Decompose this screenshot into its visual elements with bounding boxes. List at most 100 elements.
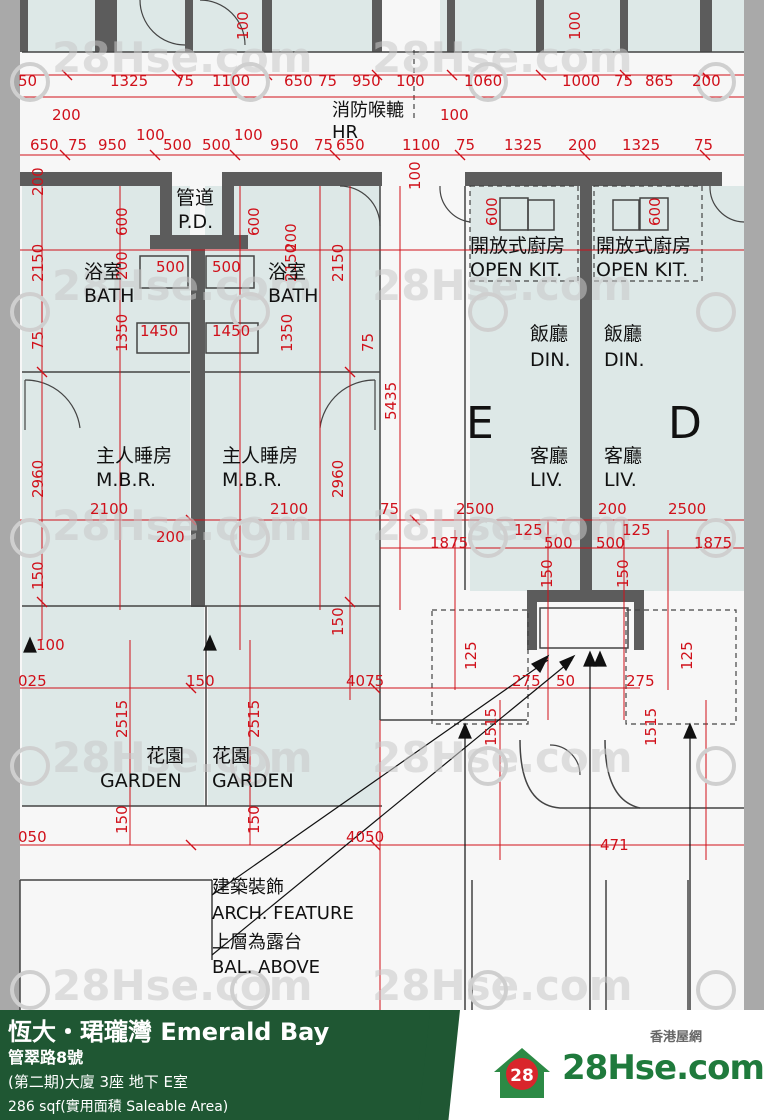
dim-label: 600: [646, 197, 664, 226]
kitchen-label-en: OPEN KIT.: [596, 259, 688, 281]
dim-label: 500: [156, 258, 185, 276]
dim-label: 100: [406, 161, 424, 190]
mbr-label-zh: 主人睡房: [222, 445, 298, 467]
dim-label: 1875: [430, 534, 468, 552]
dim-label: 500: [212, 258, 241, 276]
dining-label-en: DIN.: [604, 349, 645, 371]
dim-label: 100: [234, 126, 263, 144]
watermark-badge-icon: [468, 292, 508, 332]
dim-label: 125: [462, 641, 480, 670]
dim-label: 2500: [668, 500, 706, 518]
watermark-badge-icon: [230, 292, 270, 332]
watermark-badge-icon: [696, 518, 736, 558]
garden-label-en: GARDEN: [212, 770, 294, 792]
dim-label: 125: [514, 521, 543, 539]
dim-label: 2150: [329, 244, 347, 282]
watermark-badge-icon: [468, 518, 508, 558]
dim-label: 150: [614, 559, 632, 588]
watermark-badge-icon: [696, 970, 736, 1010]
arch-feature-label-zh: 建築裝飾: [212, 877, 284, 898]
dimension-lines: [20, 74, 744, 1010]
dim-label: 950: [270, 136, 299, 154]
dim-label: 75: [359, 333, 377, 352]
dim-label: 75: [314, 136, 333, 154]
dim-label: 100: [396, 72, 425, 90]
pd-label-en: P.D.: [178, 211, 213, 233]
bath-label-zh: 浴室: [84, 261, 122, 283]
dim-label: 75: [456, 136, 475, 154]
kitchen-label-zh: 開放式廚房: [470, 234, 565, 257]
kitchen-label-zh: 開放式廚房: [596, 234, 691, 257]
living-label-zh: 客廳: [530, 445, 568, 467]
mbr-label-zh: 主人睡房: [96, 445, 172, 467]
dim-label: 2515: [245, 700, 263, 738]
dim-label: 1325: [622, 136, 660, 154]
dim-label: 100: [36, 636, 65, 654]
property-address: 管翠路8號: [8, 1048, 84, 1067]
pd-label-zh: 管道: [176, 187, 214, 209]
dim-label: 100: [566, 11, 584, 40]
mbr-label-en: M.B.R.: [222, 469, 282, 491]
dim-label: 650: [336, 136, 365, 154]
dim-label: 200: [113, 251, 131, 280]
door-swings: [24, 0, 745, 776]
dim-label: 1450: [212, 322, 250, 340]
dim-label: 500: [596, 534, 625, 552]
partitions: [19, 51, 744, 1010]
dining-label-en: DIN.: [530, 349, 571, 371]
dim-label: 1325: [504, 136, 542, 154]
dim-label: 125: [678, 641, 696, 670]
watermark-badge-icon: [10, 518, 50, 558]
living-label-en: LIV.: [530, 469, 563, 491]
watermark-3: 28Hse.com: [52, 261, 313, 310]
watermark-badge-icon: [10, 62, 50, 102]
watermark-badge-icon: [230, 518, 270, 558]
dim-label: 1350: [113, 314, 131, 352]
dim-label: 950: [352, 72, 381, 90]
dim-label: 75: [380, 500, 399, 518]
watermark-badge-icon: [696, 292, 736, 332]
walls: [20, 0, 722, 650]
unit-label-d: D: [668, 398, 702, 449]
dimension-ticks: [36, 69, 711, 851]
watermark-badge-icon: [468, 746, 508, 786]
brand-name: 28Hse.com: [562, 1048, 764, 1088]
dim-label: 4050: [346, 828, 384, 846]
dim-label: 1350: [278, 314, 296, 352]
mbr-label-en: M.B.R.: [96, 469, 156, 491]
footer-green-panel: [0, 1010, 442, 1120]
dim-label: 200: [282, 223, 300, 252]
dim-label: 75: [29, 331, 47, 350]
watermark-badge-icon: [230, 746, 270, 786]
watermark-1: 28Hse.com: [52, 33, 313, 82]
floor-areas: [22, 0, 744, 806]
dim-label: 1100: [212, 72, 250, 90]
dim-label: 2100: [90, 500, 128, 518]
property-area: 286 sqf(實用面積 Saleable Area): [8, 1099, 229, 1115]
unit-label-e: E: [466, 398, 494, 449]
house-logo-icon: 28: [494, 1048, 550, 1098]
watermark-badge-icon: [10, 292, 50, 332]
site-label: 香港屋網: [650, 1030, 703, 1045]
dim-label: 5435: [382, 382, 400, 420]
garden-label-zh: 花園: [212, 745, 250, 767]
bath-label-zh: 浴室: [268, 261, 306, 283]
brand-logo[interactable]: 28 香港屋網 28Hse.com: [490, 1024, 764, 1104]
hose-reel-label-en: HR: [332, 122, 358, 143]
watermark-badge-icon: [468, 970, 508, 1010]
living-label-zh: 客廳: [604, 445, 642, 467]
watermarks: 28Hse.com 28Hse.com 28Hse.com 28Hse.com …: [10, 33, 736, 1010]
dim-label: 2500: [456, 500, 494, 518]
room-labels: 管道 P.D. 浴室 BATH 浴室 BATH 主人睡房 M.B.R. 主人睡房…: [84, 100, 702, 978]
watermark-badge-icon: [10, 970, 50, 1010]
dimension-labels: 50 1325 75 1100 650 75 950 100 1060 1000…: [18, 11, 732, 854]
dim-label: 75: [68, 136, 87, 154]
dim-label: 200: [52, 106, 81, 124]
dim-label: 150: [29, 561, 47, 590]
watermark-badge-icon: [468, 62, 508, 102]
dim-label: 650: [30, 136, 59, 154]
dim-label: 200: [29, 167, 47, 196]
dim-label: 4075: [346, 672, 384, 690]
footer-bar: 恆大・珺瓏灣 Emerald Bay 管翠路8號 (第二期)大廈 3座 地下 E…: [0, 1010, 764, 1120]
dim-label: 200: [568, 136, 597, 154]
